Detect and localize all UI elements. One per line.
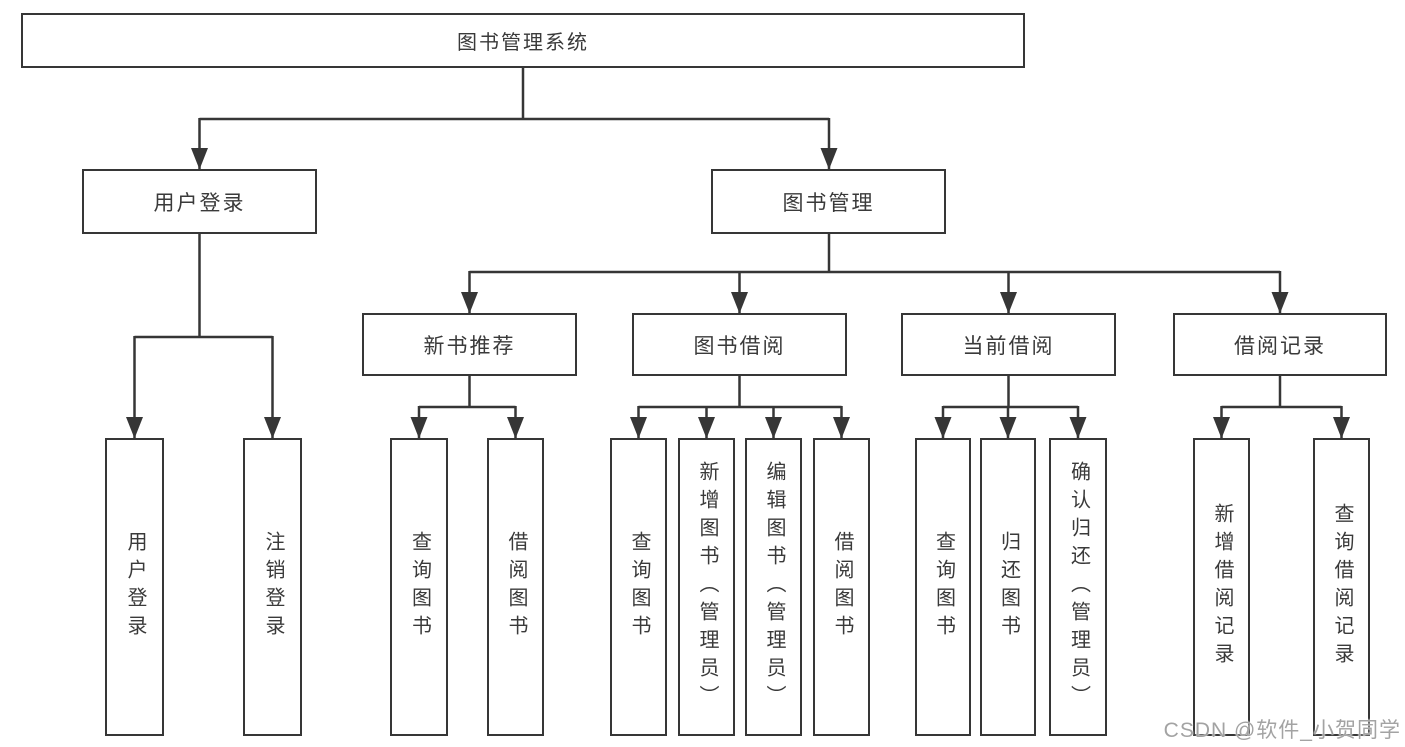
node-label: 新增图书（管理员） (696, 461, 718, 713)
leaf-query-book-current: 查询图书 (915, 438, 971, 736)
node-label: 借阅图书 (831, 531, 853, 643)
leaf-query-borrow-record: 查询借阅记录 (1313, 438, 1370, 736)
node-label: 图书管理系统 (457, 32, 589, 54)
leaf-add-borrow-record: 新增借阅记录 (1193, 438, 1250, 736)
node-label: 用户登录 (153, 191, 246, 215)
node-label: 确认归还（管理员） (1067, 461, 1090, 713)
leaf-query-book-recommend: 查询图书 (390, 438, 448, 736)
node-label: 查询图书 (932, 531, 955, 643)
leaf-borrow-book-recommend: 借阅图书 (487, 438, 544, 736)
node-label: 借阅记录 (1234, 334, 1326, 358)
leaf-logout: 注销登录 (243, 438, 302, 736)
node-new-book-recommend: 新书推荐 (362, 313, 577, 376)
node-user-login: 用户登录 (82, 169, 317, 234)
node-label: 编辑图书（管理员） (763, 461, 785, 713)
node-label: 图书借阅 (693, 334, 786, 358)
arrow-lines (126, 118, 1350, 439)
node-current-borrow: 当前借阅 (901, 313, 1116, 376)
node-label: 用户登录 (124, 531, 146, 643)
node-label: 注销登录 (262, 531, 284, 643)
leaf-confirm-return-admin: 确认归还（管理员） (1049, 438, 1107, 736)
node-book-borrow: 图书借阅 (632, 313, 847, 376)
node-label: 图书管理 (782, 191, 875, 215)
node-label: 借阅图书 (505, 531, 527, 643)
node-label: 查询借阅记录 (1331, 503, 1353, 671)
leaf-query-book-borrow: 查询图书 (610, 438, 667, 736)
leaf-edit-book-admin: 编辑图书（管理员） (745, 438, 802, 736)
leaf-return-book: 归还图书 (980, 438, 1036, 736)
node-borrow-records: 借阅记录 (1173, 313, 1387, 376)
node-label: 新增借阅记录 (1211, 503, 1233, 671)
node-book-management: 图书管理 (711, 169, 946, 234)
node-label: 当前借阅 (962, 334, 1055, 358)
leaf-add-book-admin: 新增图书（管理员） (678, 438, 735, 736)
trunk-lines (134, 68, 1342, 409)
node-label: 新书推荐 (423, 334, 516, 358)
node-label: 归还图书 (997, 531, 1020, 643)
node-label: 查询图书 (628, 531, 650, 643)
node-root-library-system: 图书管理系统 (21, 13, 1025, 68)
csdn-watermark: CSDN @软件_小贺同学 (1163, 719, 1401, 742)
leaf-borrow-book: 借阅图书 (813, 438, 870, 736)
leaf-user-login: 用户登录 (105, 438, 164, 736)
node-label: 查询图书 (408, 531, 431, 643)
